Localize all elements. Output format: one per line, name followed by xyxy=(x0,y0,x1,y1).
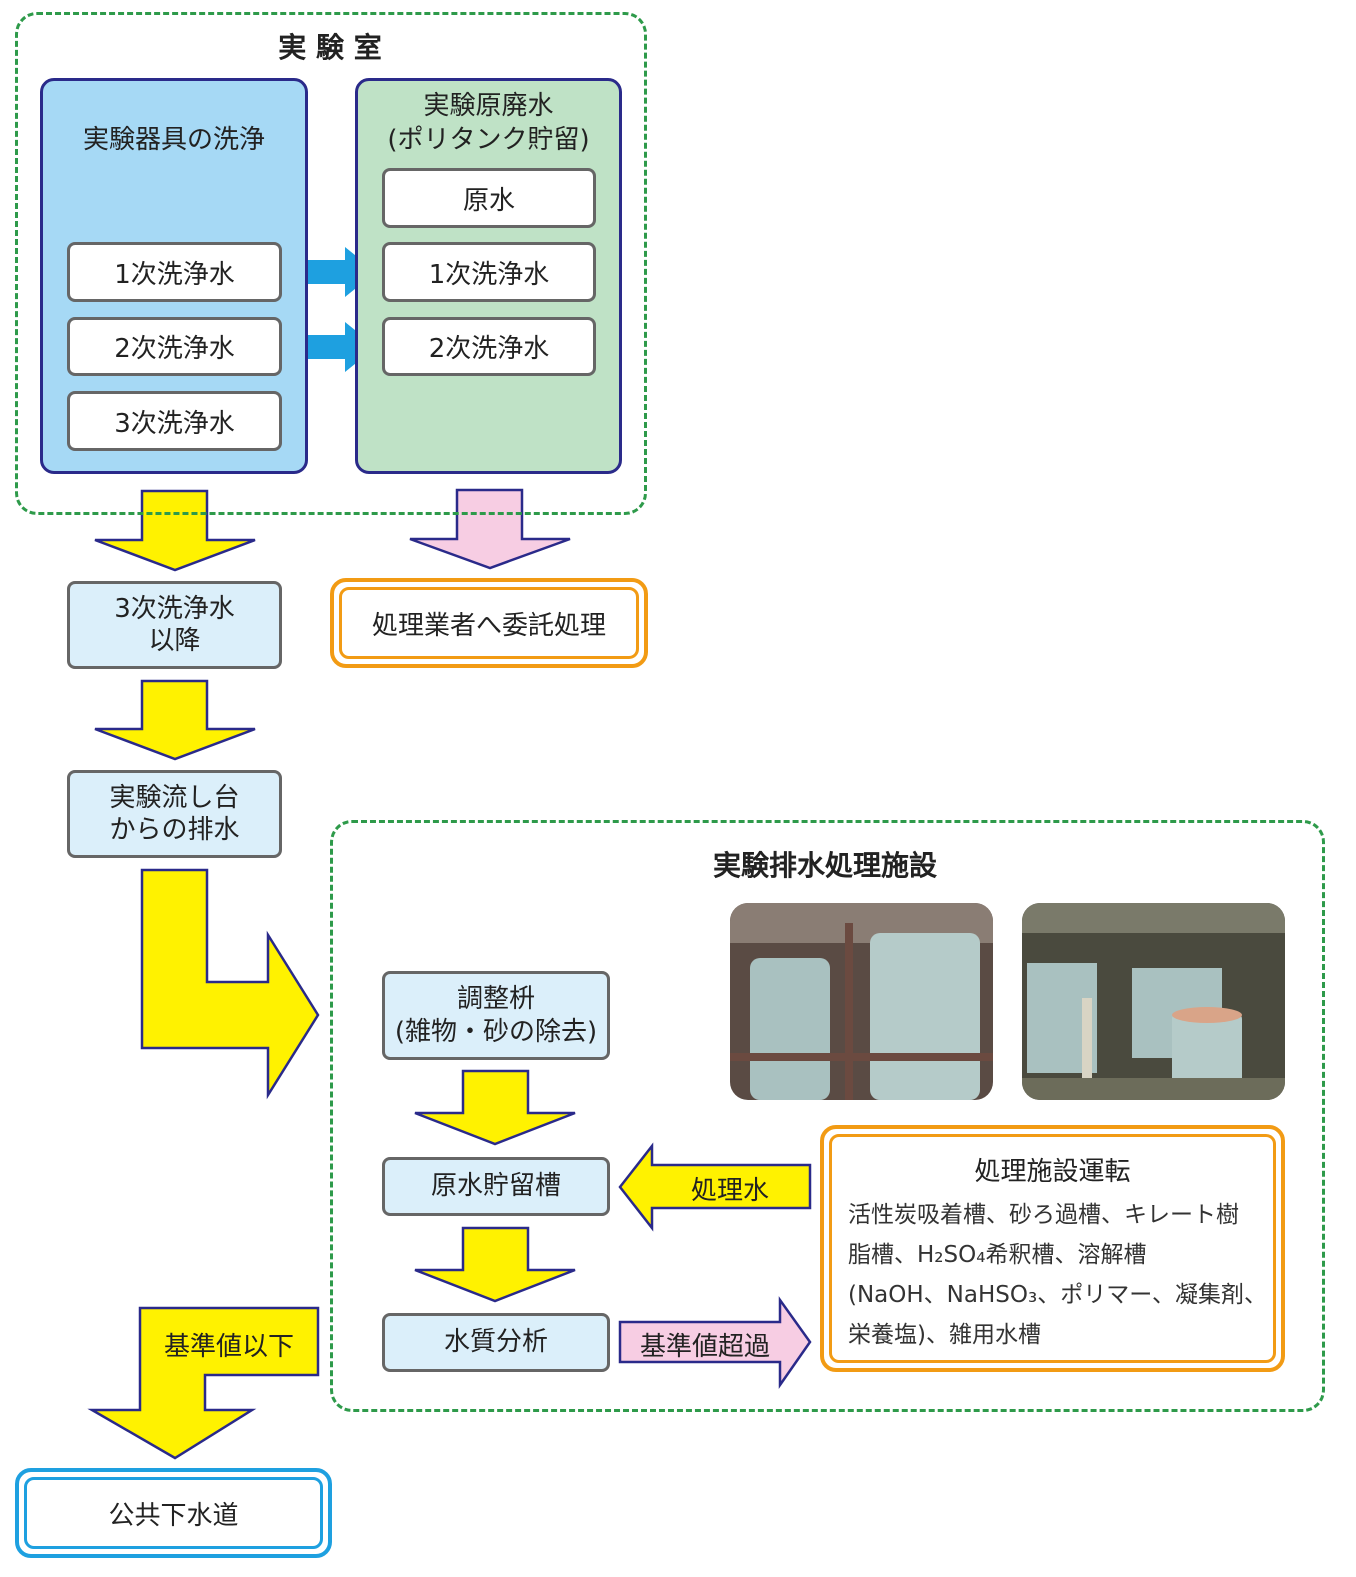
adjust-basin-line2: (雑物・砂の除去) xyxy=(394,1016,598,1047)
pink-arrow-down xyxy=(409,488,571,570)
public-sewer-label: 公共下水道 xyxy=(108,1500,239,1531)
raw-waste-title-2: (ポリタンク貯留) xyxy=(387,125,590,155)
third-wash-after-line2: 以降 xyxy=(148,626,201,656)
yellow-arrow-down-1 xyxy=(94,489,256,572)
outsourced-box: 処理業者へ委託処理 xyxy=(330,578,648,668)
water-analysis-box: 水質分析 xyxy=(382,1313,610,1372)
third-wash-after-line1: 3次洗浄水 xyxy=(114,593,235,624)
below-standard-label: 基準値以下 xyxy=(163,1332,294,1362)
storage-tank-label: 原水貯留槽 xyxy=(430,1171,561,1202)
operation-details: 活性炭吸着槽、砂ろ過槽、キレート樹 脂槽、H₂SO₄希釈槽、溶解槽 (NaOH、… xyxy=(848,1195,1267,1355)
facility-title: 実験排水処理施設 xyxy=(712,849,937,882)
washing-title: 実験器具の洗浄 xyxy=(82,125,265,155)
raw-item-1: 原水 xyxy=(382,168,596,228)
sink-drain-line1: 実験流し台 xyxy=(109,782,240,813)
outsourced-label: 処理業者へ委託処理 xyxy=(371,610,606,641)
facility-photo-2 xyxy=(1022,903,1285,1100)
operation-title: 処理施設運転 xyxy=(974,1157,1131,1187)
operation-line-1: 活性炭吸着槽、砂ろ過槽、キレート樹 xyxy=(848,1202,1239,1228)
public-sewer-box: 公共下水道 xyxy=(15,1468,332,1558)
treated-water-label: 処理水 xyxy=(690,1176,769,1206)
yellow-arrow-l-shaped xyxy=(140,868,320,1100)
water-analysis-label: 水質分析 xyxy=(443,1327,548,1358)
adjust-basin-line1: 調整枡 xyxy=(456,984,535,1014)
below-standard-arrow xyxy=(87,1306,320,1460)
operation-box: 処理施設運転 活性炭吸着槽、砂ろ過槽、キレート樹 脂槽、H₂SO₄希釈槽、溶解槽… xyxy=(820,1125,1285,1372)
lab-area xyxy=(15,12,647,515)
operation-line-2: 脂槽、H₂SO₄希釈槽、溶解槽 xyxy=(848,1242,1147,1268)
yellow-arrow-down-3 xyxy=(414,1069,576,1146)
operation-line-4: 栄養塩)、雑用水槽 xyxy=(848,1322,1041,1348)
yellow-arrow-down-4 xyxy=(414,1226,576,1303)
facility-photo-1 xyxy=(730,903,993,1100)
wash-item-3: 3次洗浄水 xyxy=(67,391,282,451)
raw-item-2: 1次洗浄水 xyxy=(382,242,596,302)
adjust-basin-box: 調整枡 (雑物・砂の除去) xyxy=(382,971,610,1060)
wash-item-1: 1次洗浄水 xyxy=(67,242,282,302)
sink-drain-line2: からの排水 xyxy=(109,815,240,845)
storage-tank-box: 原水貯留槽 xyxy=(382,1157,610,1216)
operation-line-3: (NaOH、NaHSO₃、ポリマー、凝集剤、 xyxy=(848,1282,1267,1308)
facility-area xyxy=(330,820,1325,1412)
raw-waste-title-1: 実験原廃水 xyxy=(423,91,554,121)
yellow-arrow-down-2 xyxy=(94,679,256,761)
wash-item-2: 2次洗浄水 xyxy=(67,317,282,376)
sink-drain-box: 実験流し台 からの排水 xyxy=(67,770,282,858)
raw-item-3: 2次洗浄水 xyxy=(382,317,596,376)
exceeds-standard-arrow xyxy=(618,1296,812,1389)
third-wash-after-box: 3次洗浄水 以降 xyxy=(67,581,282,669)
treated-water-arrow xyxy=(618,1142,812,1232)
lab-title: 実 験 室 xyxy=(278,31,382,64)
exceeds-standard-label: 基準値超過 xyxy=(639,1332,770,1362)
